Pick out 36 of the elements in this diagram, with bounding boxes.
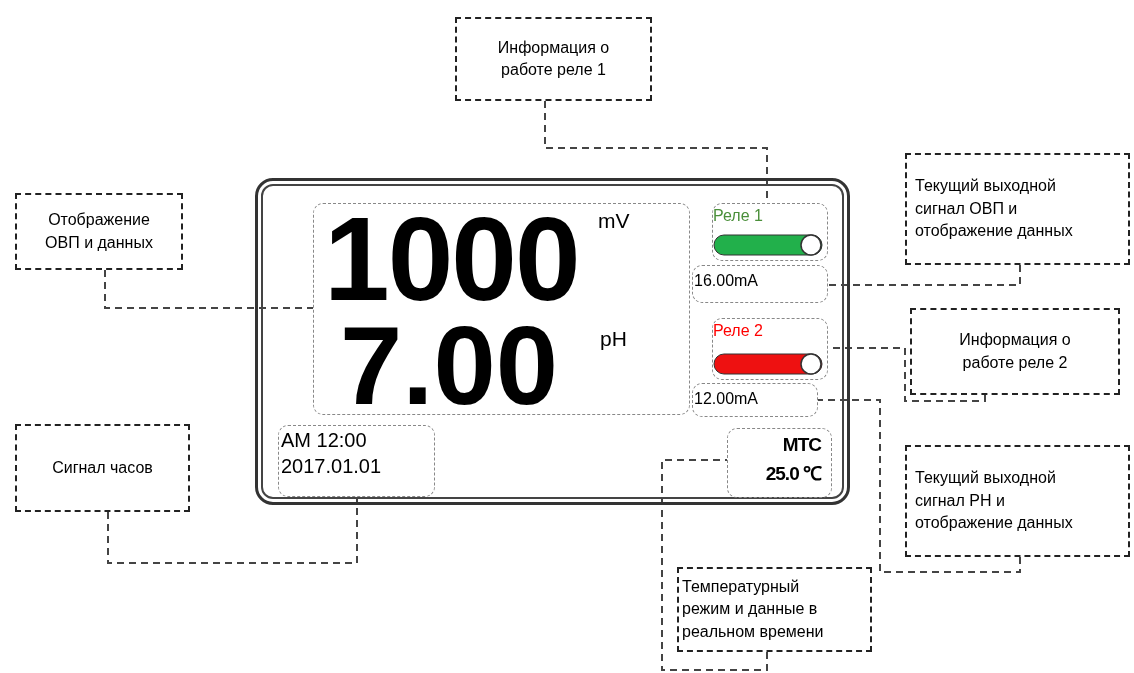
callout-text: Информация о работе реле 2 <box>958 330 1072 373</box>
mode-label: MTC <box>782 435 821 454</box>
callout-text: Текущий выходной сигнал РН и отображение данных <box>915 468 1074 534</box>
date-value: 2017.01.01 <box>281 456 382 476</box>
callout-text: Текущий выходной сигнал ОВП и отображение данных <box>915 176 1074 242</box>
display-region <box>692 265 828 303</box>
callout-box <box>905 153 1130 265</box>
display-region <box>692 383 818 417</box>
display-region <box>727 428 832 498</box>
callout-text: Отображение ОВП и данных <box>44 210 154 253</box>
callout-box <box>677 567 872 652</box>
leader-line <box>107 496 358 564</box>
current-value: 12.00mA <box>694 389 759 409</box>
callout-box <box>905 445 1130 557</box>
callout-box <box>910 308 1120 395</box>
leader-line <box>827 264 1021 286</box>
temperature-value: 25.0 ℃ <box>765 464 821 483</box>
callout-text: Температурный режим и данные в реальном времени <box>682 576 825 642</box>
callout-box <box>15 193 183 270</box>
callout-text: Информация о работе реле 1 <box>496 37 611 80</box>
leader-line <box>661 459 768 671</box>
display-region <box>712 203 828 261</box>
callout-box <box>455 17 652 101</box>
relay-label: Реле 1 <box>713 206 763 226</box>
leader-line <box>817 399 1021 573</box>
display-region <box>313 203 690 415</box>
display-region <box>712 318 828 380</box>
time-value: AM 12:00 <box>281 430 368 450</box>
unit-label: mV <box>598 210 630 231</box>
unit-label: pH <box>600 328 627 349</box>
leader-line <box>104 269 314 309</box>
callout-text: Сигнал часов <box>52 457 153 478</box>
display-region <box>278 425 435 497</box>
callout-box <box>15 424 190 512</box>
current-value: 16.00mA <box>694 271 759 291</box>
relay-label: Реле 2 <box>713 321 763 341</box>
